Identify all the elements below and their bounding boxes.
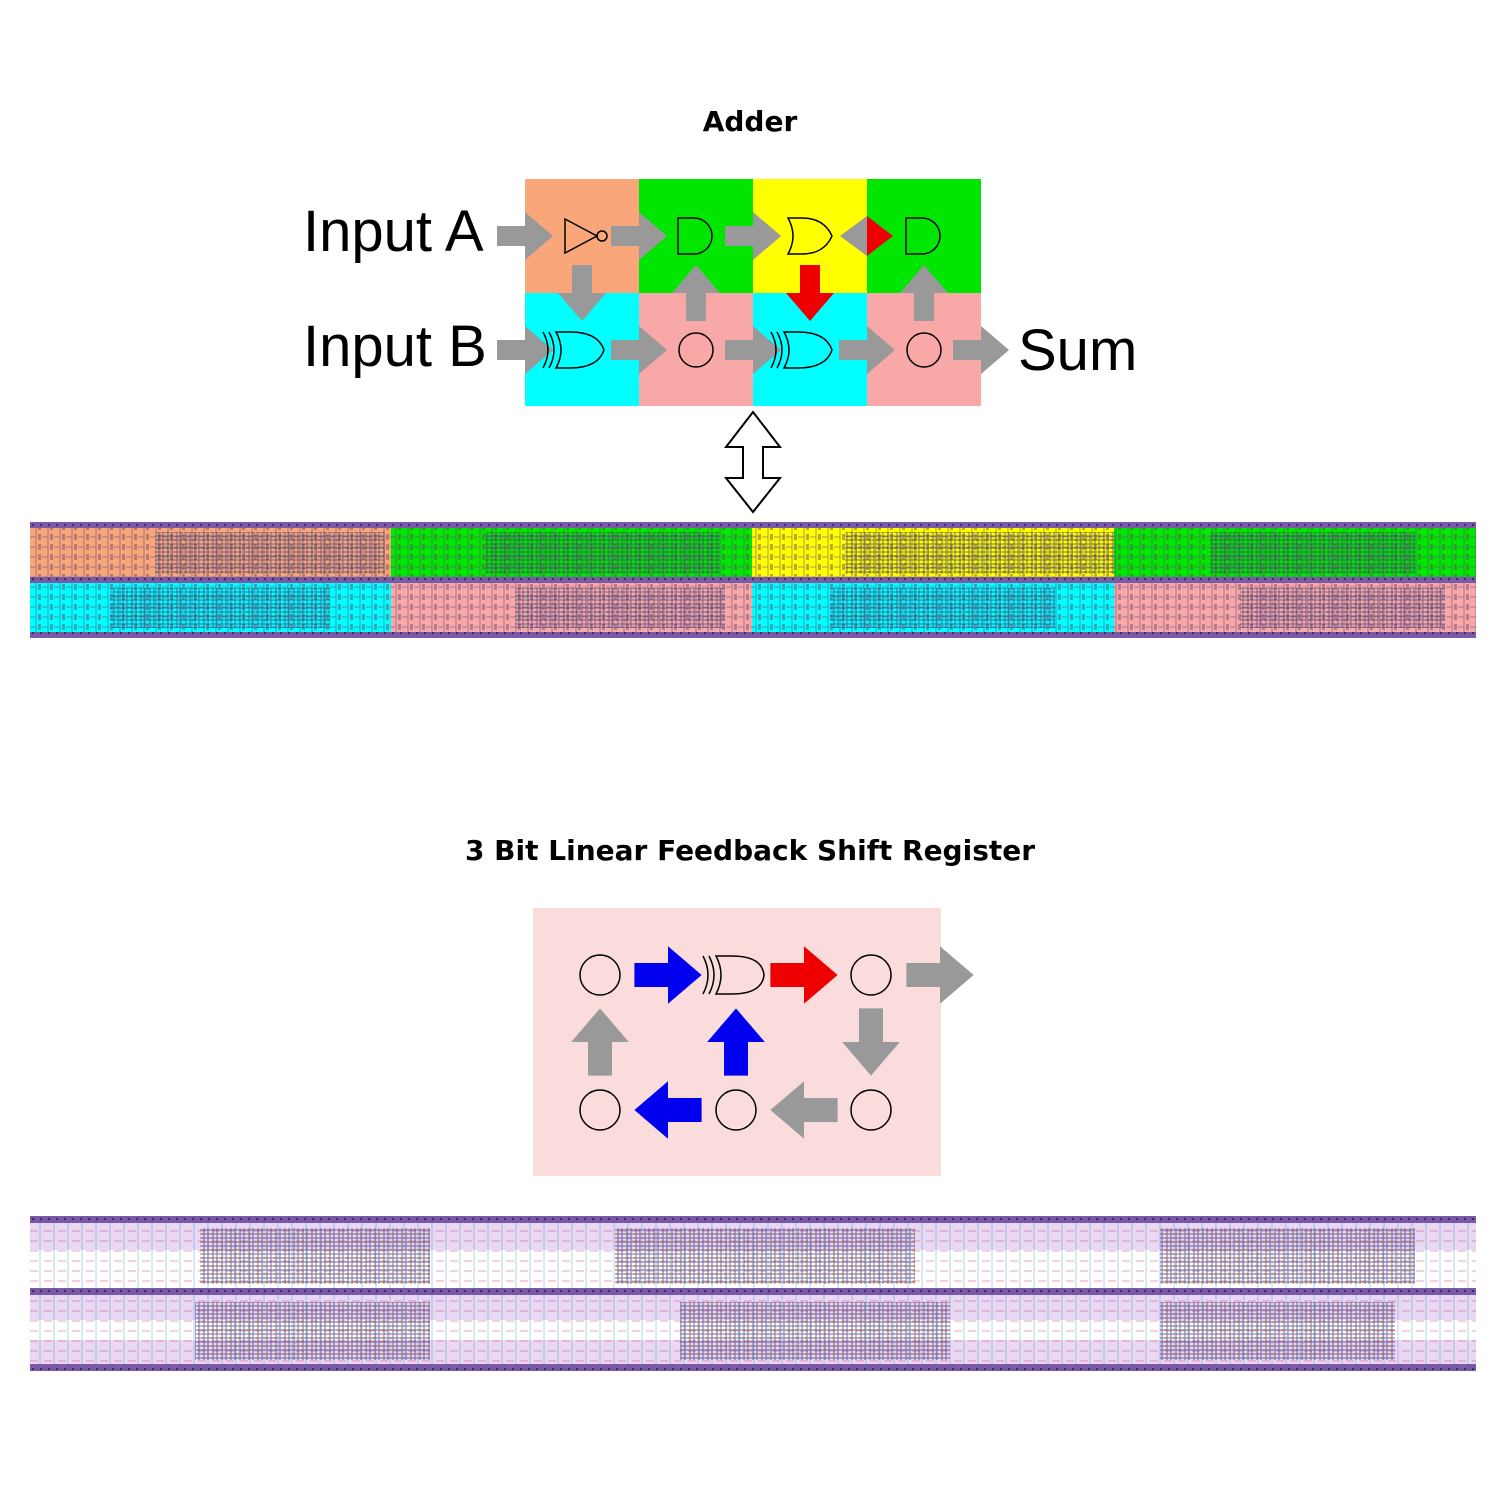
lfsr-nodes bbox=[579, 954, 892, 1131]
node-circle-icon bbox=[850, 954, 892, 996]
input-a-label: Input A bbox=[303, 199, 484, 264]
xor-gate-icon bbox=[770, 331, 833, 369]
lfsr-title: 3 Bit Linear Feedback Shift Register bbox=[464, 834, 1036, 867]
arrow-right-head-red bbox=[867, 216, 893, 256]
adder-gates bbox=[542, 217, 942, 369]
adder-title: Adder bbox=[702, 105, 798, 138]
xor-gate-icon bbox=[702, 955, 765, 995]
not-gate-icon bbox=[564, 217, 608, 255]
node-circle-icon bbox=[579, 954, 621, 996]
input-b-label: Input B bbox=[303, 314, 487, 379]
lfsr-layout-strip bbox=[30, 1216, 1476, 1371]
adder-layout-strip bbox=[30, 522, 1476, 638]
double-arrow-icon bbox=[723, 410, 783, 514]
arrow-left-head bbox=[840, 216, 867, 256]
xor-gate-icon bbox=[542, 331, 605, 369]
adder-gray-arrows bbox=[497, 212, 1009, 374]
or-gate-icon bbox=[786, 217, 833, 255]
and-gate-icon bbox=[677, 217, 713, 255]
node-circle-icon bbox=[906, 332, 942, 368]
node-circle-icon bbox=[850, 1089, 892, 1131]
and-gate-icon bbox=[905, 217, 941, 255]
sum-label: Sum bbox=[1018, 318, 1138, 383]
node-circle-icon bbox=[678, 332, 714, 368]
adder-red-arrows bbox=[786, 216, 893, 321]
node-circle-icon bbox=[715, 1089, 757, 1131]
node-circle-icon bbox=[579, 1089, 621, 1131]
